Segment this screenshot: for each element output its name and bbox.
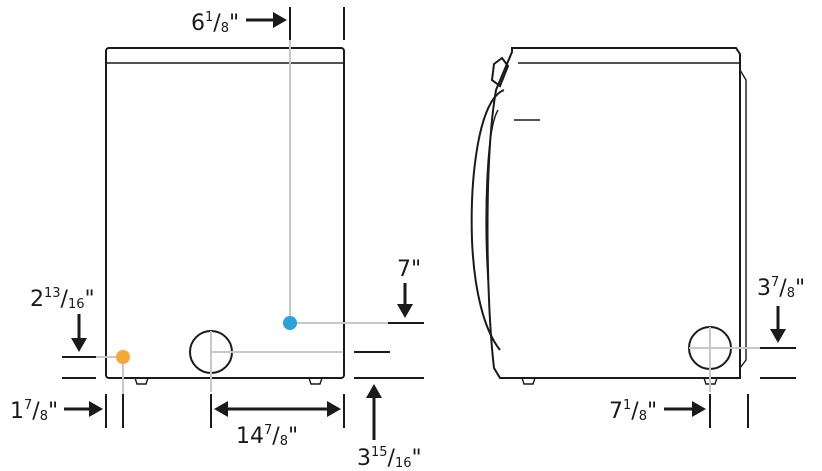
label-side-vent-height: 37/8" [757,275,805,301]
blue-marker [283,316,297,330]
arrow-top-offset [246,12,287,28]
arrow-side-vent-offset [664,401,706,417]
dimension-unit: " [412,446,422,471]
dimension-numerator: 15 [371,445,388,460]
dimension-unit: " [795,276,805,301]
label-side-vent-offset: 71/8" [609,398,657,424]
dimension-denominator: 16 [68,297,85,312]
dimension-whole: 6 [191,11,205,36]
arrow-vent-span [214,401,341,417]
dimension-unit: " [48,399,58,424]
side-cabinet [486,47,741,379]
arrow-orange-height [71,314,87,352]
dimension-denominator: 8 [40,409,48,424]
dimension-slash: / [272,424,280,449]
dimension-whole: 2 [30,287,44,312]
dimension-slash: / [631,399,639,424]
side-control-knob [490,56,510,88]
dimension-whole: 7 [397,257,411,282]
side-foot-front [521,377,536,385]
dimension-whole: 14 [236,424,264,449]
label-front-orange-height: 213/16" [30,286,95,312]
arrow-orange-side [64,401,103,417]
side-rear-panel [739,69,747,369]
dimension-unit: " [85,287,95,312]
dimension-whole: 1 [10,399,24,424]
side-view: 37/8" 71/8" [470,47,805,428]
dimension-denominator: 8 [221,21,229,36]
side-door-inner [485,109,499,281]
dimension-numerator: 13 [44,286,61,301]
front-view: 61/8" 7" 213/16" 17/8" 147/8" 315/16" [10,7,424,471]
label-front-top-offset: 61/8" [191,10,239,36]
front-foot-right [308,377,323,385]
dimension-whole: 3 [357,446,371,471]
dimension-numerator: 7 [771,275,779,290]
dimension-slash: / [779,276,787,301]
arrow-side-vent-height [770,306,786,343]
dimension-numerator: 1 [205,10,213,25]
dimension-denominator: 8 [787,286,795,301]
dimension-numerator: 1 [623,398,631,413]
dimension-whole: 7 [609,399,623,424]
dimension-slash: / [32,399,40,424]
arrow-vent-height [366,384,382,440]
dimension-slash: / [61,287,69,312]
dimension-denominator: 8 [639,409,647,424]
dimension-slash: / [388,446,396,471]
orange-marker [116,350,130,364]
label-front-vent-span: 147/8" [236,423,298,449]
label-front-blue-height: 7" [397,257,421,282]
side-door [470,89,505,351]
dimension-numerator: 7 [24,398,32,413]
label-front-vent-height: 315/16" [357,445,422,471]
dimension-denominator: 16 [395,456,412,471]
dimension-unit: " [229,11,239,36]
dimension-unit: " [411,257,421,282]
label-front-orange-side: 17/8" [10,398,58,424]
front-cabinet [105,47,345,379]
dimension-denominator: 8 [280,434,288,449]
dimension-slash: / [213,11,221,36]
arrow-blue-height [397,283,413,318]
dimension-numerator: 7 [264,423,272,438]
dimension-unit: " [288,424,298,449]
dimension-unit: " [647,399,657,424]
dimension-whole: 3 [757,276,771,301]
front-foot-left [134,377,149,385]
